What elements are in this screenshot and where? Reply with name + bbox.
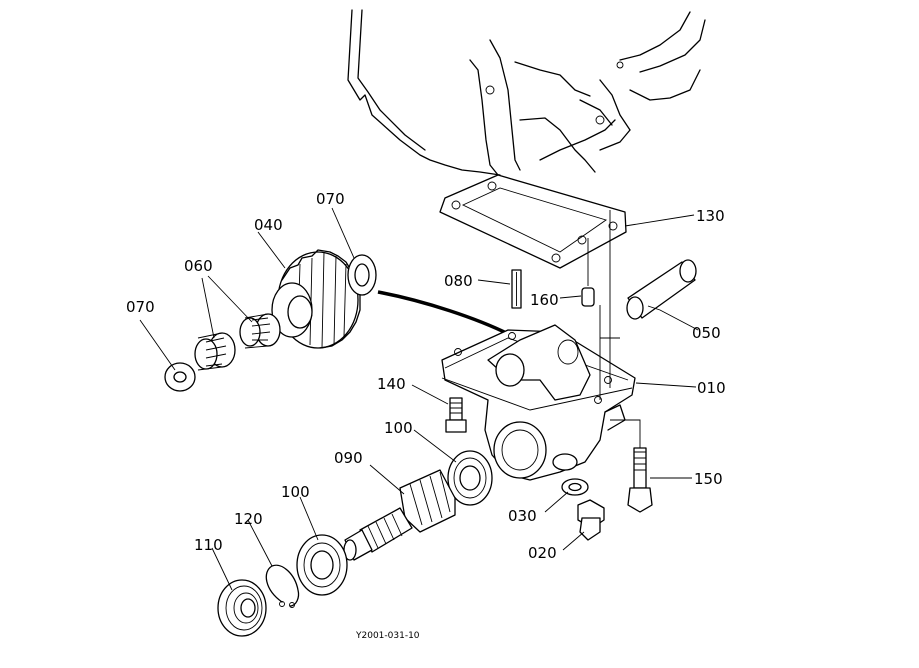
ball-bearing-100-left <box>296 534 348 596</box>
shaft-050 <box>626 259 697 320</box>
label-160: 160 <box>530 291 559 309</box>
ball-bearing-100-right <box>447 450 493 506</box>
label-110: 110 <box>194 536 223 554</box>
part-labels: 070 040 060 070 080 160 130 050 010 140 … <box>126 190 726 641</box>
label-140: 140 <box>377 375 406 393</box>
label-070-upper: 070 <box>316 190 345 208</box>
needle-bearing-060-right <box>239 313 281 349</box>
label-050: 050 <box>692 324 721 342</box>
label-100-right: 100 <box>384 419 413 437</box>
assembly-arrow <box>377 290 521 342</box>
label-080: 080 <box>444 272 473 290</box>
label-060: 060 <box>184 257 213 275</box>
bolt-140 <box>445 397 467 433</box>
label-030: 030 <box>508 507 537 525</box>
needle-bearing-060-left <box>194 332 236 371</box>
label-130: 130 <box>696 207 725 225</box>
leader-lines <box>139 207 699 591</box>
housing-010 <box>441 324 636 481</box>
gasket-130 <box>439 174 627 269</box>
label-120: 120 <box>234 510 263 528</box>
dowel-pin-160 <box>581 287 595 307</box>
thrust-washer-070-lower <box>164 362 196 392</box>
washer-030 <box>561 478 589 496</box>
bolt-150 <box>627 447 653 513</box>
label-010: 010 <box>697 379 726 397</box>
oil-seal-110 <box>217 579 267 637</box>
thrust-washer-070-upper <box>347 254 377 296</box>
label-150: 150 <box>694 470 723 488</box>
label-040: 040 <box>254 216 283 234</box>
label-100-left: 100 <box>281 483 310 501</box>
label-070-lower: 070 <box>126 298 155 316</box>
engine-block-outline <box>347 9 706 176</box>
circlip-120 <box>265 564 300 608</box>
label-090: 090 <box>334 449 363 467</box>
spring-pin-080 <box>511 269 522 309</box>
plug-020 <box>577 499 605 541</box>
figure-code: Y2001-031-10 <box>355 631 420 641</box>
pinion-shaft-090 <box>343 469 456 561</box>
label-020: 020 <box>528 544 557 562</box>
gear-040 <box>271 249 361 349</box>
